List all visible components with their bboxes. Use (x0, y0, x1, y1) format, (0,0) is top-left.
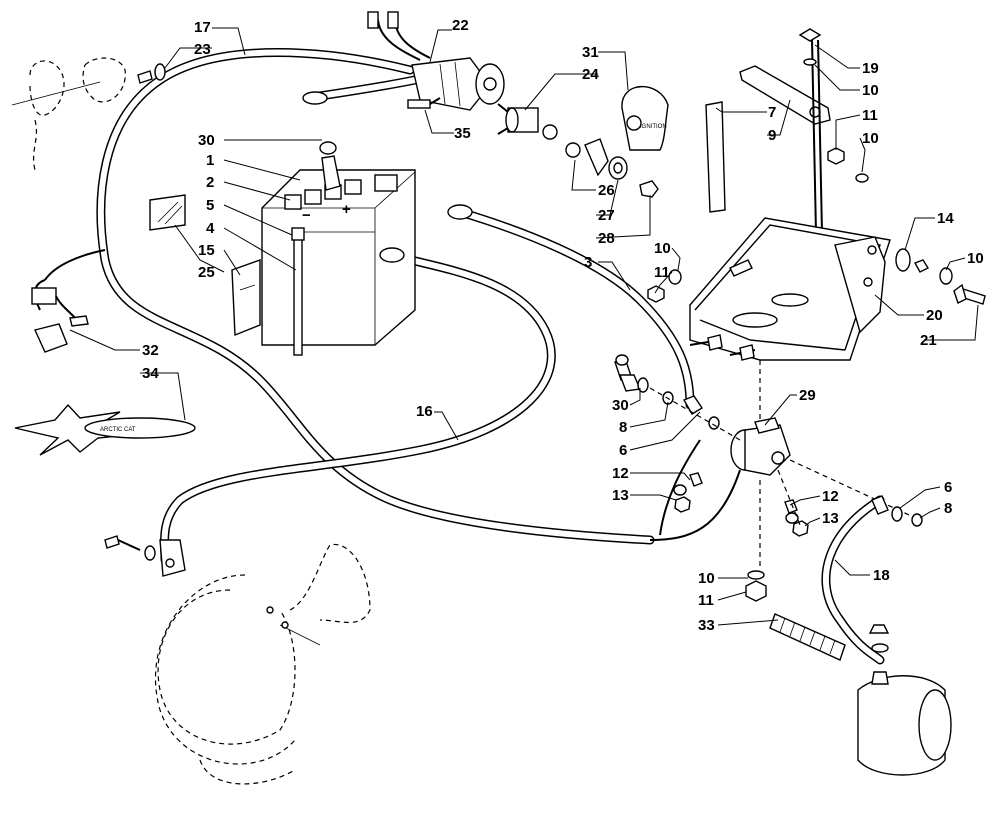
callout-3: 3 (584, 254, 592, 271)
callout-31: 31 (582, 44, 599, 61)
arctic-cat-logo: ARCTIC CAT (14, 403, 196, 456)
callout-25: 25 (198, 264, 215, 281)
svg-text:−: − (302, 207, 311, 224)
callout-18: 18 (873, 567, 890, 584)
connector-block (302, 11, 505, 111)
strap (705, 101, 726, 213)
vent-tube (291, 227, 305, 356)
callout-24: 24 (582, 66, 599, 83)
washers-6-8-right (789, 459, 923, 527)
callout-2: 2 (206, 174, 214, 191)
callout-21: 21 (920, 332, 937, 349)
svg-text:+: + (342, 201, 351, 218)
terminal-cap (319, 141, 341, 191)
decal-25 (149, 194, 186, 231)
ignition-decal: IGNITION (621, 85, 669, 151)
callout-6-a: 6 (619, 442, 627, 459)
callout-1: 1 (206, 152, 214, 169)
harness-connectors (31, 279, 89, 353)
callout-14: 14 (937, 210, 954, 227)
bracket (739, 65, 831, 125)
starter-cable-18 (821, 495, 885, 665)
callout-11-a: 11 (862, 107, 878, 124)
callout-10-b: 10 (862, 130, 879, 147)
callout-8-b: 8 (944, 500, 952, 517)
tray-bolt-assembly (895, 248, 986, 305)
terminal-washers (637, 377, 741, 441)
callout-10-a: 10 (862, 82, 879, 99)
battery-cable-3 (455, 207, 695, 410)
callout-27: 27 (598, 207, 615, 224)
starter-motor (857, 624, 952, 776)
wiring-harness (44, 48, 741, 545)
battery-tray (689, 217, 891, 361)
ground-bolt (104, 535, 186, 577)
svg-text:IGNITION: IGNITION (640, 124, 667, 130)
callout-20: 20 (926, 307, 943, 324)
callout-12-b: 12 (822, 488, 839, 505)
terminal-boot (614, 354, 642, 392)
callout-32: 32 (142, 342, 159, 359)
callout-17: 17 (194, 19, 211, 36)
cable-terminal (379, 204, 473, 263)
battery-cable-16 (159, 250, 556, 565)
fuse (407, 97, 441, 109)
nut-washer-set-left (647, 269, 682, 303)
callout-15: 15 (198, 242, 215, 259)
callout-10-e: 10 (698, 570, 715, 587)
callout-23: 23 (194, 41, 211, 58)
callout-19: 19 (862, 60, 879, 77)
callout-7: 7 (768, 104, 776, 121)
solenoid (730, 360, 791, 570)
callout-10-d: 10 (654, 240, 671, 257)
callout-6-b: 6 (944, 479, 952, 496)
callout-35: 35 (454, 125, 471, 142)
callout-13-a: 13 (612, 487, 629, 504)
svg-text:ARCTIC CAT: ARCTIC CAT (100, 427, 136, 433)
engine-outline (154, 543, 371, 785)
callout-10-c: 10 (967, 250, 984, 267)
callout-22: 22 (452, 17, 469, 34)
callout-30-bottom: 30 (612, 397, 629, 414)
callout-28: 28 (598, 230, 615, 247)
callout-11-c: 11 (698, 592, 714, 609)
callout-29: 29 (799, 387, 816, 404)
callout-labels: 17 23 22 35 31 24 30 1 2 5 4 15 25 26 27… (142, 17, 984, 634)
callout-26: 26 (598, 182, 615, 199)
callout-13-b: 13 (822, 510, 839, 527)
callout-33: 33 (698, 617, 715, 634)
pad-15 (231, 259, 261, 337)
callout-8-a: 8 (619, 419, 627, 436)
callout-4: 4 (206, 220, 215, 237)
callout-11-b: 11 (654, 264, 670, 281)
fasteners-12-13-left (673, 472, 703, 513)
spring-cover (769, 613, 846, 661)
callout-9: 9 (768, 127, 776, 144)
callout-5: 5 (206, 197, 214, 214)
nut-washer-set-bottom (745, 570, 767, 602)
callout-12-a: 12 (612, 465, 629, 482)
callout-34: 34 (142, 365, 159, 382)
harness-clip-mount (11, 57, 166, 171)
leader-lines (69, 27, 979, 626)
ignition-switch (497, 103, 659, 198)
nut-washer-set-top (827, 147, 869, 183)
callout-30-top: 30 (198, 132, 215, 149)
callout-16: 16 (416, 403, 433, 420)
